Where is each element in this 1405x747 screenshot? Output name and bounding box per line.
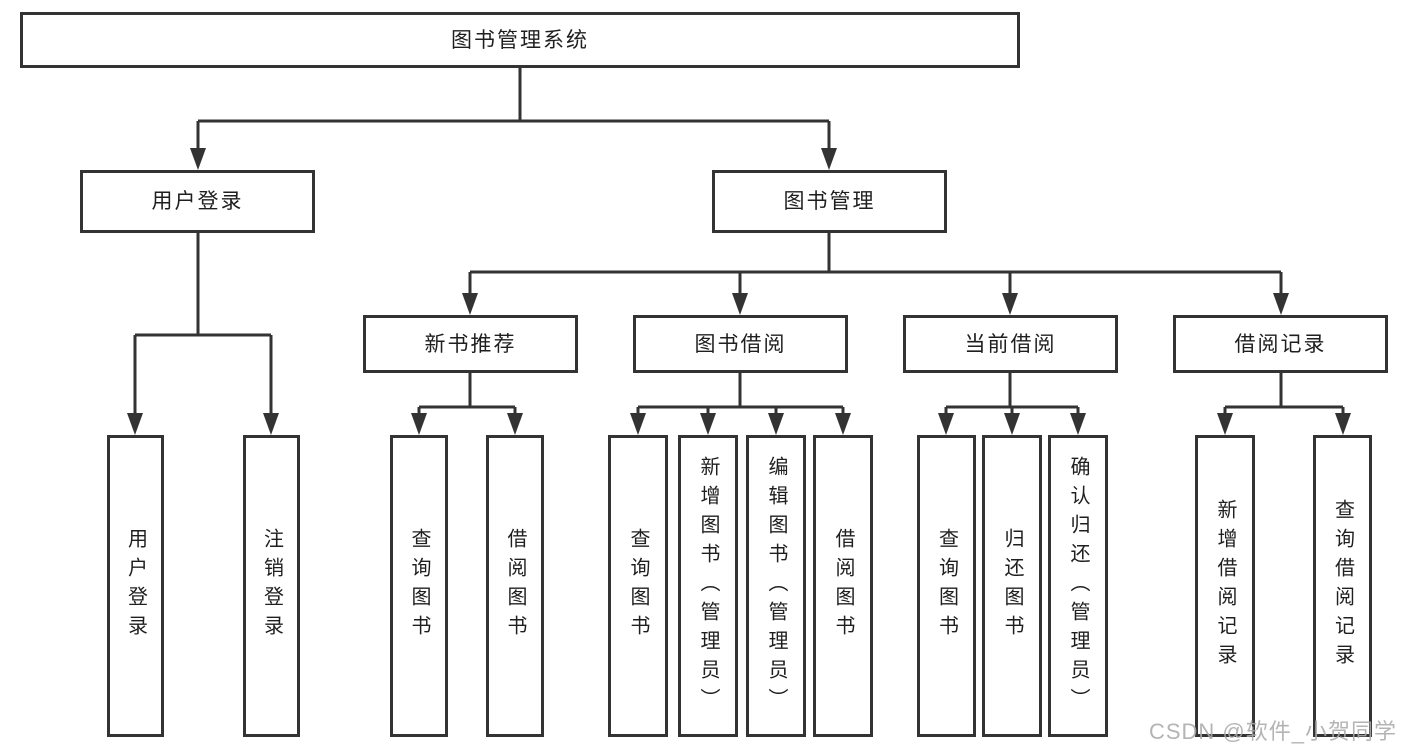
node-label: 借阅记录 xyxy=(1234,332,1327,356)
node-label: 归还图书 xyxy=(1001,528,1023,644)
leaf-query-books-borrow: 查询图书 xyxy=(608,435,668,737)
arrowhead xyxy=(411,413,427,435)
node-label: 借阅图书 xyxy=(504,528,526,644)
node-label: 查询借阅记录 xyxy=(1331,499,1354,673)
watermark: CSDN @软件_小贺同学 xyxy=(1148,719,1397,744)
connector-book-management-to-level3 xyxy=(462,233,1289,315)
leaf-return-books: 归还图书 xyxy=(982,435,1042,737)
arrowhead xyxy=(938,413,954,435)
arrowhead xyxy=(462,293,478,315)
node-label: 图书管理系统 xyxy=(451,28,589,52)
node-label: 新增借阅记录 xyxy=(1214,499,1236,673)
connector-current-borrow-to-leaves xyxy=(938,373,1086,435)
node-label: 图书借阅 xyxy=(694,332,787,356)
arrowhead xyxy=(1004,413,1020,435)
node-new-book-recommend: 新书推荐 xyxy=(363,315,578,373)
connector-root-to-level2 xyxy=(190,68,837,170)
connector-new-book-recommend-to-leaves xyxy=(411,373,523,435)
leaf-add-borrow-record: 新增借阅记录 xyxy=(1195,435,1255,737)
node-label: 查询图书 xyxy=(627,528,649,644)
leaf-borrow-books-recommend: 借阅图书 xyxy=(486,435,544,737)
node-label: 用户登录 xyxy=(124,528,147,644)
arrowhead xyxy=(1002,293,1018,315)
arrowhead xyxy=(768,413,784,435)
arrowhead xyxy=(821,148,837,170)
node-label: 注销登录 xyxy=(260,528,283,644)
leaf-borrow-books: 借阅图书 xyxy=(813,435,873,737)
connector-borrow-records-to-leaves xyxy=(1217,373,1351,435)
connector-user-login-to-leaves xyxy=(127,233,279,435)
arrowhead xyxy=(732,293,748,315)
node-label: 图书管理 xyxy=(783,190,876,213)
node-label: 编辑图书（管理员） xyxy=(765,455,787,717)
leaf-logout: 注销登录 xyxy=(243,435,300,737)
leaf-confirm-return-admin: 确认归还（管理员） xyxy=(1048,435,1108,737)
leaf-user-login: 用户登录 xyxy=(107,435,164,737)
arrowhead xyxy=(630,413,646,435)
node-current-borrow: 当前借阅 xyxy=(903,315,1118,373)
node-label: 借阅图书 xyxy=(832,528,854,644)
arrowhead xyxy=(700,413,716,435)
connector-book-borrow-to-leaves xyxy=(630,373,851,435)
node-label: 用户登录 xyxy=(151,190,244,213)
node-label: 新增图书（管理员） xyxy=(697,455,719,717)
leaf-query-borrow-record: 查询借阅记录 xyxy=(1313,435,1372,737)
arrowhead xyxy=(1273,293,1289,315)
node-label: 确认归还（管理员） xyxy=(1067,455,1089,717)
arrowhead xyxy=(263,413,279,435)
node-borrow-records: 借阅记录 xyxy=(1173,315,1388,373)
leaf-query-books-current: 查询图书 xyxy=(917,435,976,737)
arrowhead xyxy=(835,413,851,435)
arrowhead xyxy=(1335,413,1351,435)
leaf-query-books-recommend: 查询图书 xyxy=(390,435,448,737)
node-root-system: 图书管理系统 xyxy=(20,12,1020,68)
node-book-management: 图书管理 xyxy=(712,170,947,233)
node-label: 新书推荐 xyxy=(424,332,517,356)
arrowhead xyxy=(1217,413,1233,435)
leaf-add-books-admin: 新增图书（管理员） xyxy=(678,435,738,737)
arrowhead xyxy=(507,413,523,435)
node-label: 当前借阅 xyxy=(964,332,1057,356)
node-user-login: 用户登录 xyxy=(80,170,315,233)
node-book-borrow: 图书借阅 xyxy=(633,315,848,373)
arrowhead xyxy=(127,413,143,435)
leaf-edit-books-admin: 编辑图书（管理员） xyxy=(746,435,806,737)
node-label: 查询图书 xyxy=(408,528,430,644)
node-label: 查询图书 xyxy=(935,528,958,644)
arrowhead xyxy=(190,148,206,170)
arrowhead xyxy=(1070,413,1086,435)
